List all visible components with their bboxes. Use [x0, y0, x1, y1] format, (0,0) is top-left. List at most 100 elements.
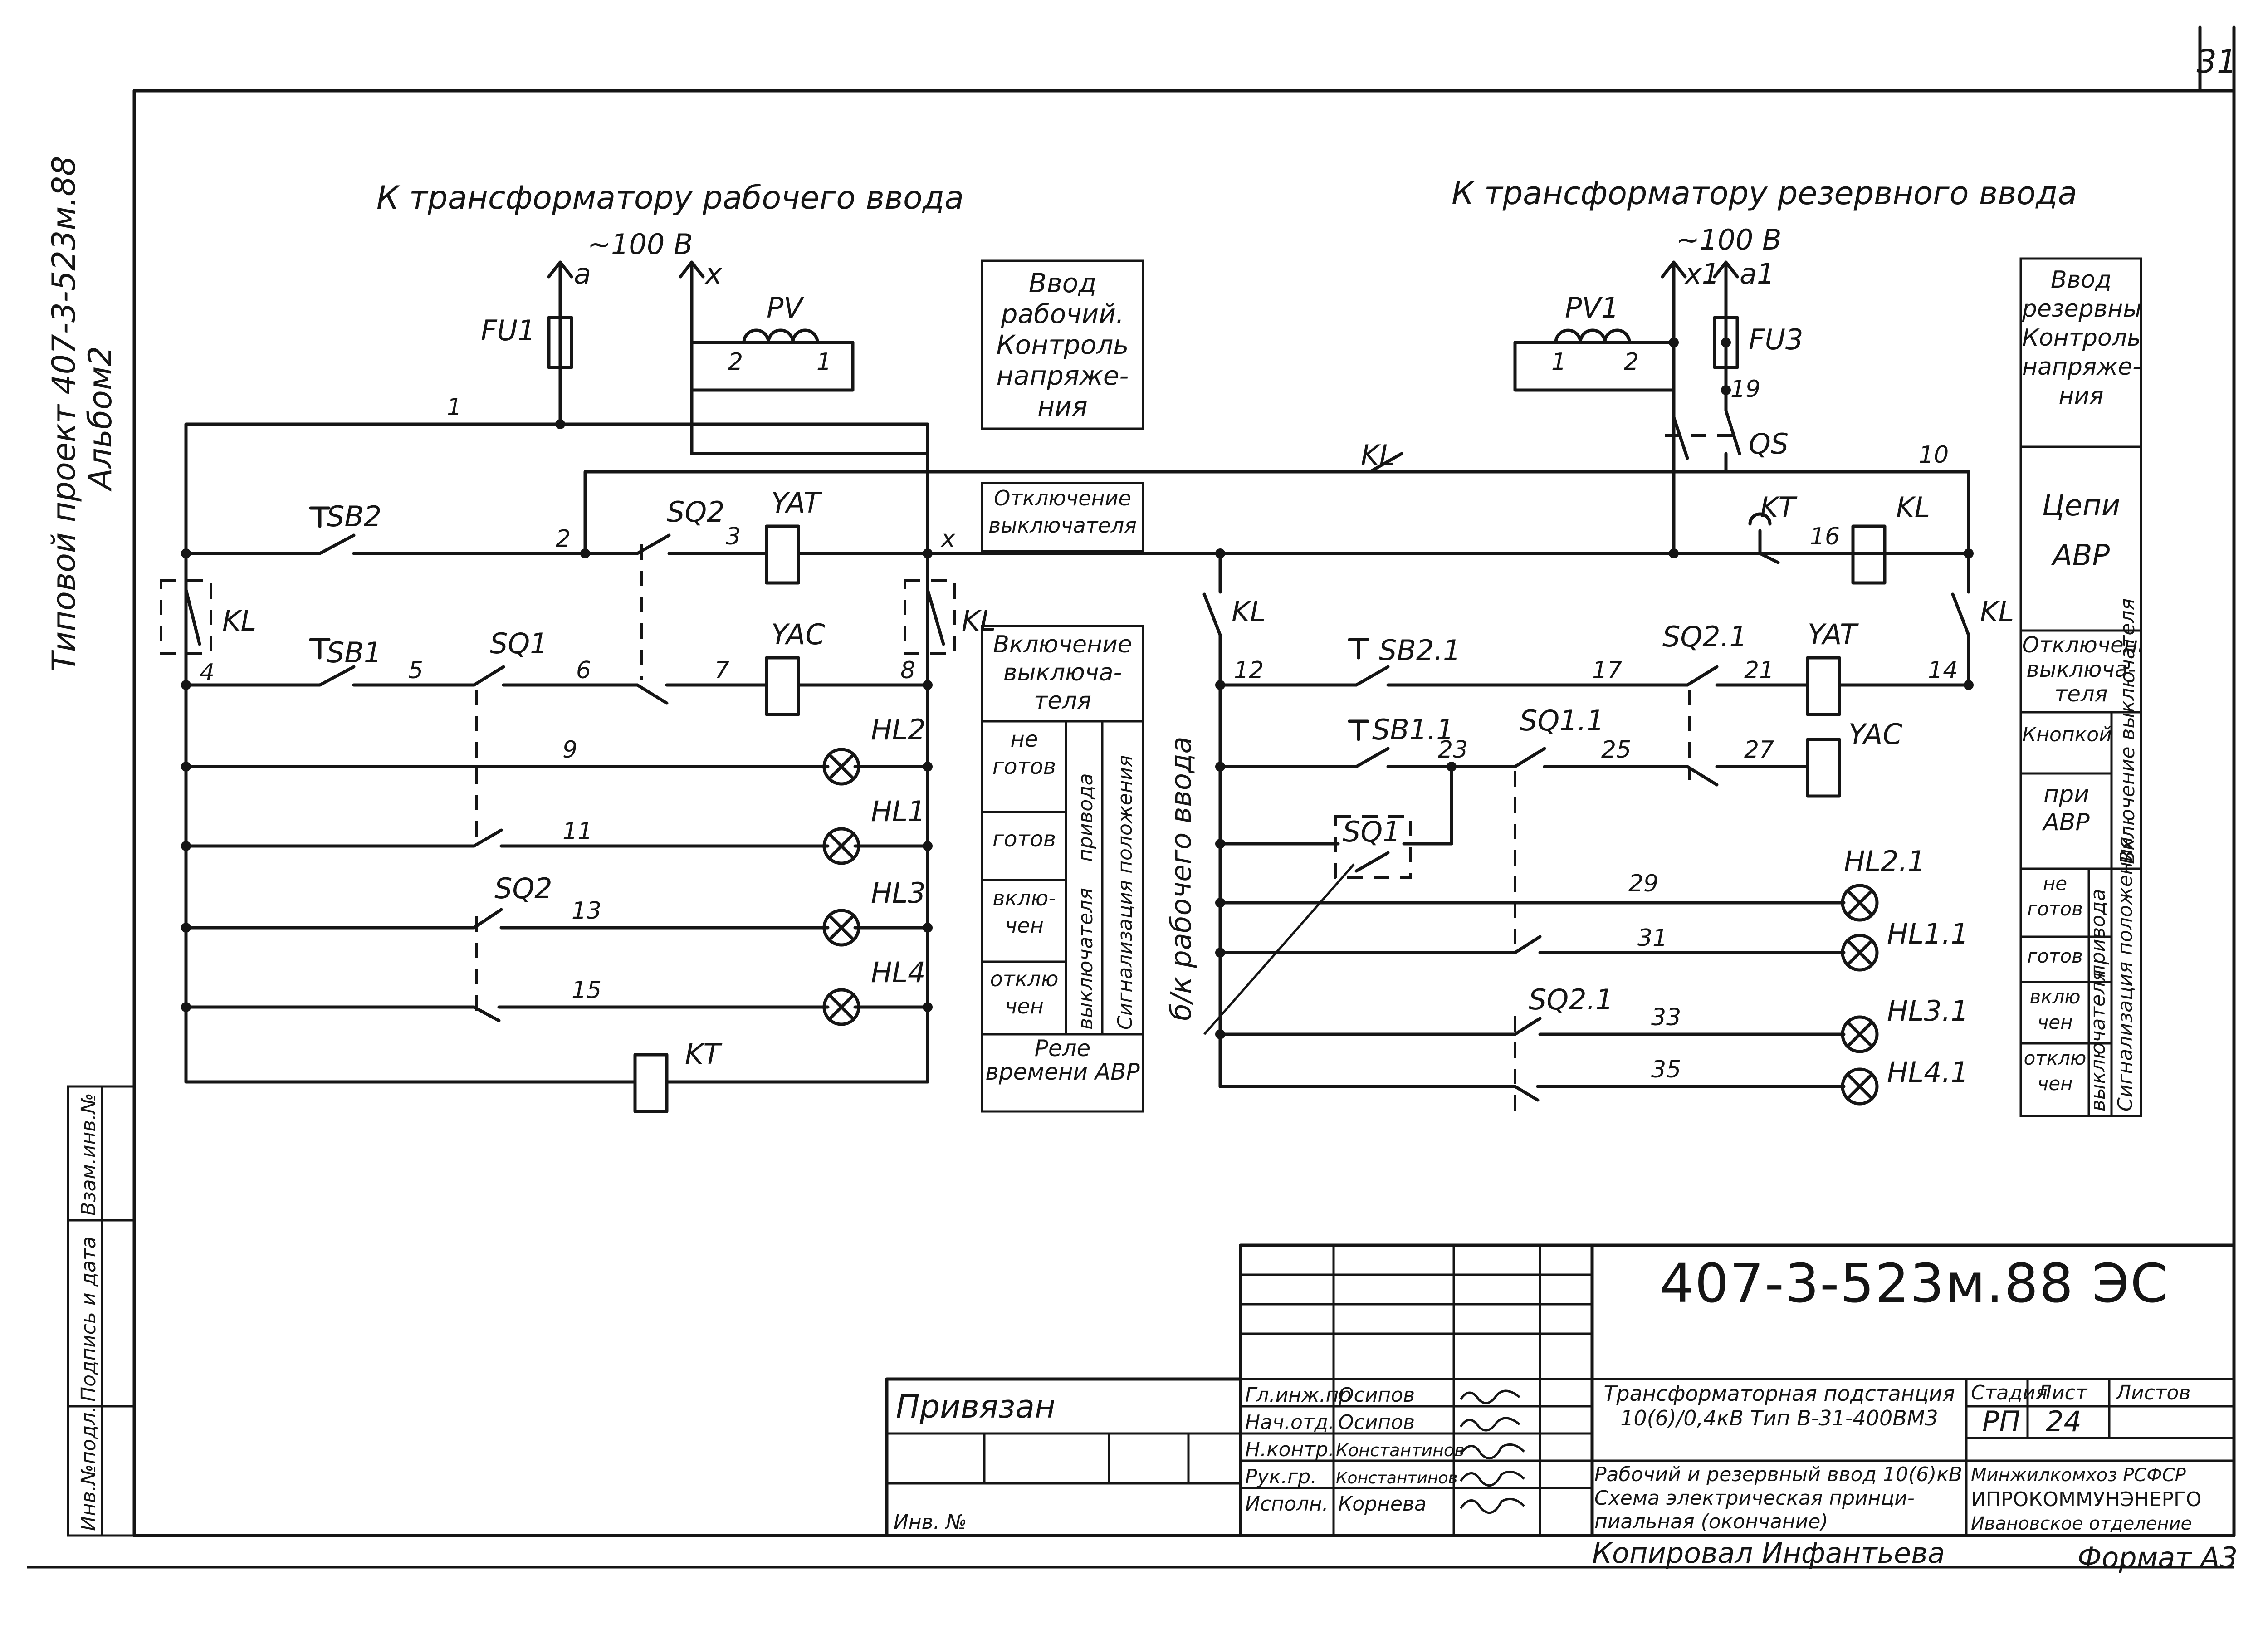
side-table — [67, 1085, 136, 1537]
wire-5: 5 — [408, 657, 423, 684]
wire-15: 15 — [572, 977, 601, 1004]
right-group-breaker: выключателя — [2087, 969, 2110, 1111]
mid-legend-on-box: Включение выключа- теля — [993, 631, 1132, 714]
label-hl2: HL2 — [871, 713, 926, 746]
mid-legend-title-box: Ввод рабочий. Контроль напряже- ния — [996, 268, 1129, 422]
name-2: Осипов — [1338, 1411, 1415, 1434]
label-kt-contact: KT — [1760, 491, 1798, 524]
sheets-header: Листов — [2115, 1381, 2190, 1404]
label-sq1-aux: SQ1 — [1343, 815, 1401, 848]
wire-9: 9 — [562, 736, 577, 763]
right-junctions — [1215, 338, 1974, 1039]
wire-3: 3 — [726, 523, 741, 550]
label-yat-right: YAT — [1808, 618, 1859, 651]
mid-relay: Реле времени АВР — [985, 1037, 1140, 1085]
wire-8: 8 — [900, 657, 915, 684]
right-signal: Сигнализация положения — [2114, 837, 2137, 1111]
mid-relay-box: Реле времени АВР — [985, 1037, 1140, 1085]
heading-reserve-input: К трансформатору резервного ввода — [1452, 175, 2077, 212]
wire-16: 16 — [1810, 523, 1840, 550]
stage-header: Стадия — [1971, 1381, 2048, 1404]
wire-2: 2 — [556, 525, 571, 553]
label-sq2-1-top: SQ2.1 — [1662, 620, 1747, 653]
wire-x: x — [940, 525, 956, 553]
mid-row-on: вклю- чен — [992, 886, 1056, 938]
label-yac-left: YAC — [771, 618, 825, 651]
mid-legend-off: Отключение выключателя — [988, 486, 1137, 538]
org-line-2: ИПРОКОММУНЭНЕРГО — [1971, 1488, 2201, 1511]
right-row-on: вклю чен — [2029, 986, 2081, 1033]
mid-group-drive: привода — [1074, 773, 1097, 862]
right-legend-title: Ввод резервный Контроль напряже- ния — [2022, 266, 2140, 410]
role-department-head: Нач.отд. — [1245, 1411, 1334, 1434]
right-legend-button: Кнопкой — [2022, 723, 2111, 746]
drawing-code: 407-3-523м.88 ЭС — [1660, 1252, 2169, 1315]
paper-format: Формат А3 — [2077, 1541, 2238, 1574]
label-qs: QS — [1749, 427, 1789, 460]
copied-by: Копировал Инфантьева — [1592, 1536, 1945, 1570]
right-row-off-box: отклю чен — [2024, 1047, 2087, 1095]
label-sq1-left: SQ1 — [490, 627, 548, 660]
right-legend-at-avr: при АВР — [2043, 781, 2090, 836]
wire-19: 19 — [1730, 376, 1760, 403]
right-legend-button-box: Кнопкой — [2022, 723, 2111, 746]
terminal-a: a — [574, 257, 591, 290]
mid-row-ready-box: готов — [992, 827, 1056, 852]
project-title-box: Трансформаторная подстанция 10(6)/0,4кВ … — [1603, 1381, 1955, 1430]
heading-working-input: К трансформатору рабочего ввода — [376, 179, 964, 216]
wire-6: 6 — [576, 657, 591, 684]
org-line-1: Минжилкомхоз РСФСР — [1971, 1465, 2186, 1486]
wire-14: 14 — [1928, 657, 1958, 684]
label-kl-left-a: KL — [222, 604, 256, 637]
pv-pin-2: 2 — [728, 348, 743, 376]
right-row-on-box: вклю чен — [2029, 986, 2081, 1033]
right-lamps — [1841, 884, 1879, 1106]
mid-legend-on: Включение выключа- теля — [993, 631, 1132, 714]
right-legend-off: Отключение выключа- теля — [2022, 633, 2140, 707]
aux-contact-label: б/к рабочего ввода — [1164, 736, 1198, 1021]
wire-7: 7 — [714, 657, 729, 684]
mid-row-off: отклю чен — [990, 967, 1059, 1018]
right-row-ready: готов — [2027, 945, 2083, 967]
role-executor: Исполн. — [1245, 1492, 1329, 1516]
mid-legend-title: Ввод рабочий. Контроль напряже- ния — [996, 268, 1129, 422]
signatures — [1459, 1389, 1525, 1514]
mid-group-breaker: выключателя — [1074, 888, 1097, 1030]
wire-25: 25 — [1601, 736, 1631, 763]
pv-pin-1: 1 — [816, 348, 831, 376]
wire-35: 35 — [1651, 1056, 1681, 1083]
label-yat-left: YAT — [771, 486, 822, 519]
right-row-ready-box: готов — [2027, 945, 2083, 967]
label-sq2-top: SQ2 — [667, 495, 725, 528]
pv1-pin-2: 2 — [1624, 348, 1639, 376]
heading-working-voltage: ~100 В — [587, 228, 693, 261]
role-chief-engineer: Гл.инж.пр — [1245, 1384, 1351, 1407]
mid-row-ready: готов — [992, 827, 1056, 852]
name-1: Осипов — [1338, 1384, 1415, 1407]
wire-4: 4 — [200, 659, 215, 686]
right-row-not-ready-box: не готов — [2027, 872, 2083, 920]
label-pv: PV — [767, 291, 805, 324]
mid-signal: Сигнализация положения — [1114, 755, 1137, 1030]
left-lamps — [822, 748, 860, 1026]
right-legend-avr: Цепи АВР — [2042, 489, 2121, 572]
wire-31: 31 — [1637, 925, 1667, 952]
sheet-title: Рабочий и резервный ввод 10(6)кВ Схема э… — [1594, 1463, 1962, 1533]
terminal-x1: x1 — [1684, 257, 1720, 290]
terminal-x: x — [704, 257, 723, 290]
sheet-title-box: Рабочий и резервный ввод 10(6)кВ Схема э… — [1594, 1463, 1962, 1533]
label-kl-right-a: KL — [1232, 595, 1266, 628]
mid-row-not-ready: не готов — [992, 727, 1056, 779]
role-norm-control: Н.контр. — [1245, 1438, 1334, 1461]
label-hl4: HL4 — [871, 956, 926, 989]
page-number: 31 — [2196, 43, 2237, 80]
label-sb1: SB1 — [327, 636, 381, 669]
label-kl-coil: KL — [1896, 491, 1930, 524]
right-circuit-wiring — [1202, 260, 1970, 1116]
org-line-3: Ивановское отделение — [1971, 1513, 2192, 1534]
label-hl3-1: HL3.1 — [1887, 994, 1969, 1027]
label-sq1-1: SQ1.1 — [1520, 704, 1604, 737]
right-row-not-ready: не готов — [2027, 872, 2083, 920]
label-hl3: HL3 — [871, 876, 926, 910]
